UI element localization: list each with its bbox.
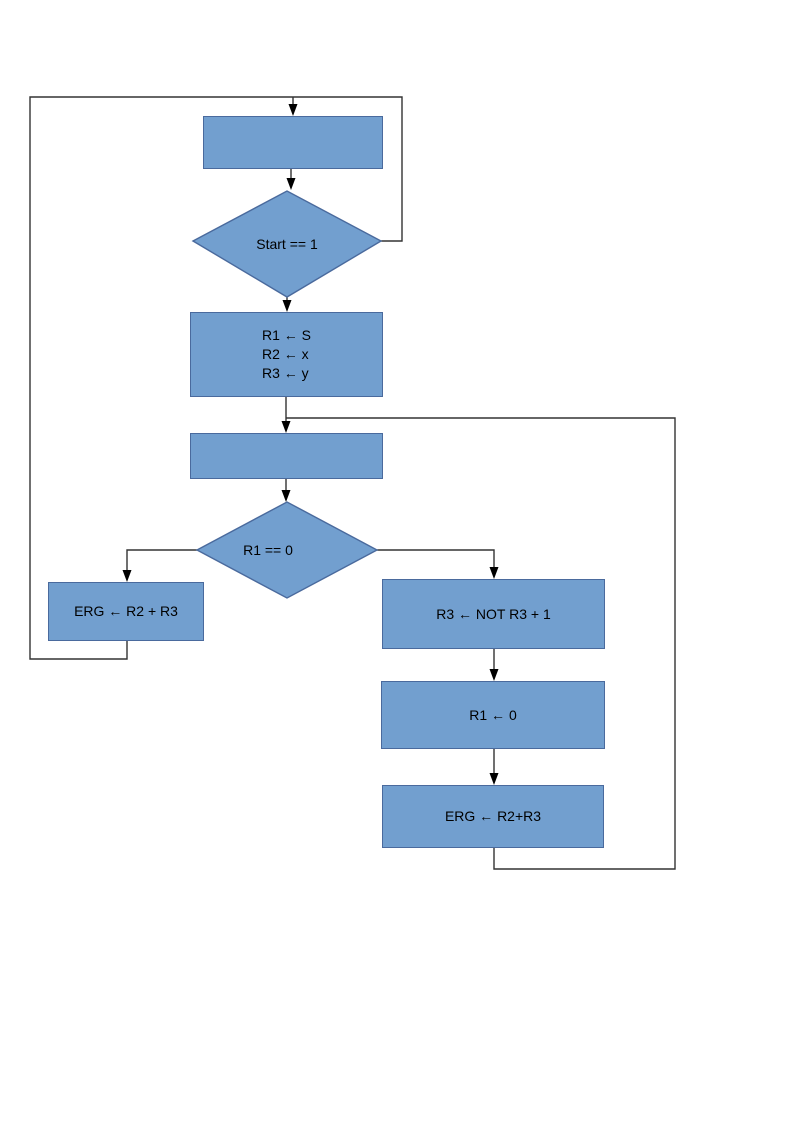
arrowhead-into-top-box (288, 104, 298, 116)
init-line-3: R3 ← y (261, 365, 309, 381)
process-box-init: R1 ← S R2 ← x R3 ← y (190, 312, 383, 397)
erg-left-label: ERG ← R2 + R3 (74, 603, 178, 619)
arrowhead-into-erg-left-box (122, 570, 132, 582)
arrowhead-into-r1-clear-box (489, 669, 499, 681)
not-label: R3 ← NOT R3 + 1 (436, 605, 551, 622)
arrowhead-into-loop-box (281, 421, 291, 433)
decision-r1-shape (195, 501, 379, 599)
process-box-erg-right: ERG ← R2+R3 (382, 785, 604, 848)
arrowhead-into-r1-decision (281, 490, 291, 502)
process-box-init-text: R1 ← S R2 ← x R3 ← y (262, 326, 311, 383)
process-box-erg-left: ERG ← R2 + R3 (48, 582, 204, 641)
process-box-not: R3 ← NOT R3 + 1 (382, 579, 605, 649)
connector-r1-decision-left (126, 549, 197, 572)
process-box-loop (190, 433, 383, 479)
arrowhead-into-init-box (282, 300, 292, 312)
arrowhead-into-erg-right-box (489, 773, 499, 785)
connector-return-loop (286, 417, 676, 870)
arrowhead-into-start-decision (286, 178, 296, 190)
process-box-top (203, 116, 383, 169)
init-line-2: R2 ← x (261, 346, 309, 362)
arrowhead-into-not-box (489, 567, 499, 579)
process-box-r1-clear: R1 ← 0 (381, 681, 605, 749)
r1-clear-label: R1 ← 0 (469, 706, 517, 723)
erg-right-label: ERG ← R2+R3 (444, 808, 542, 824)
connector-r1-decision-right (377, 549, 495, 569)
init-line-1: R1 ← S (261, 327, 311, 343)
connector-outer-loop (29, 96, 403, 660)
decision-start-shape (191, 190, 383, 298)
